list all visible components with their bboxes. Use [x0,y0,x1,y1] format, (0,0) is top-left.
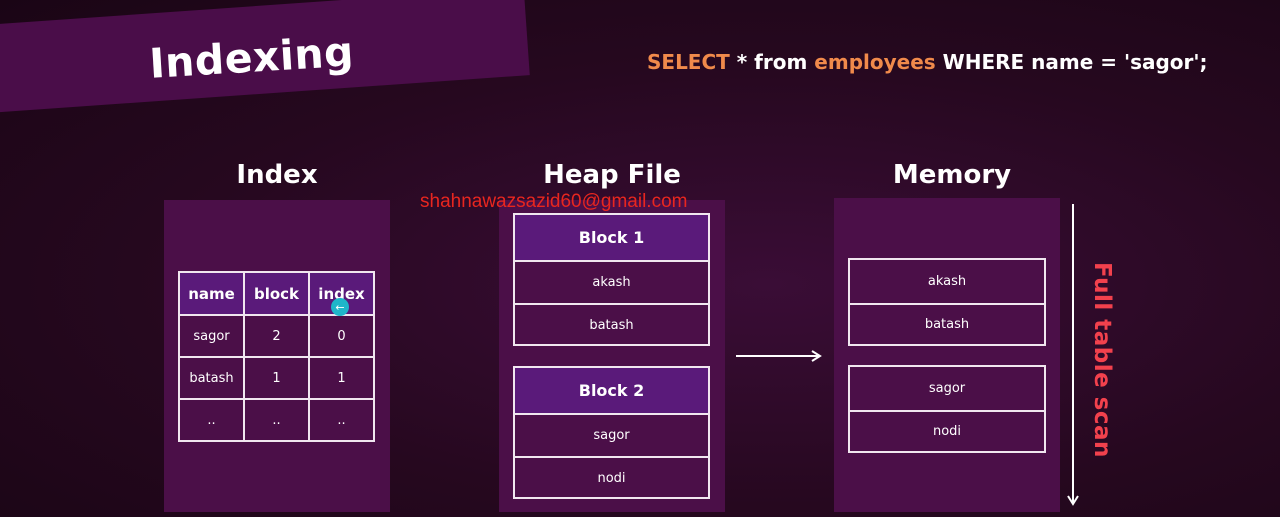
arrow-right-icon [736,350,822,362]
sql-keyword-select: SELECT [647,50,730,74]
table-row: .. .. .. [178,398,375,442]
table-row: batash 1 1 [178,356,375,400]
table-cell: 2 [243,314,310,358]
heap-file-title: Heap File [543,160,681,190]
memory-row: akash [927,274,967,289]
table-cell: 1 [243,356,310,400]
table-row: sagor 2 0 [178,314,375,358]
index-title: Index [236,160,318,190]
sql-table-name: employees [814,50,936,74]
memory-group-1: akash batash [848,258,1046,346]
table-cell: sagor [178,314,245,358]
table-cell: 1 [308,356,375,400]
column-header-name: name [178,271,245,316]
full-table-scan-label: Full table scan [1089,262,1115,458]
heap-block-2-row: nodi [515,456,708,499]
memory-panel [834,198,1060,512]
memory-row: batash [850,303,1044,344]
memory-title: Memory [892,160,1012,190]
table-cell: .. [308,398,375,442]
heap-block-2-row: sagor [515,413,708,456]
heap-block-1-header: Block 1 [515,215,708,260]
table-cell: 0 [308,314,375,358]
sql-text-where: WHERE name = 'sagor'; [935,50,1208,74]
arrow-down-icon [1067,204,1079,506]
heap-block-2-header: Block 2 [515,368,708,413]
watermark-email: shahnawazsazid60@gmail.com [420,191,688,212]
table-cell: batash [178,356,245,400]
table-cell: .. [243,398,310,442]
heap-block-1-row: batash [515,303,708,346]
table-cell: .. [178,398,245,442]
heap-block-1: Block 1 akash batash [513,213,710,346]
index-table-header: name block index [178,271,375,316]
index-table: name block index sagor 2 0 batash 1 1 ..… [178,271,375,442]
column-header-block: block [243,271,310,316]
sql-text-from: * from [729,50,815,74]
memory-group-2: sagor nodi [848,365,1046,453]
memory-row: sagor [928,381,966,396]
heap-block-1-row: akash [515,260,708,303]
sql-query: SELECT * from employees WHERE name = 'sa… [647,50,1208,74]
pointer-cursor-icon: ← [331,298,349,316]
heap-block-2: Block 2 sagor nodi [513,366,710,499]
memory-row: nodi [850,410,1044,451]
